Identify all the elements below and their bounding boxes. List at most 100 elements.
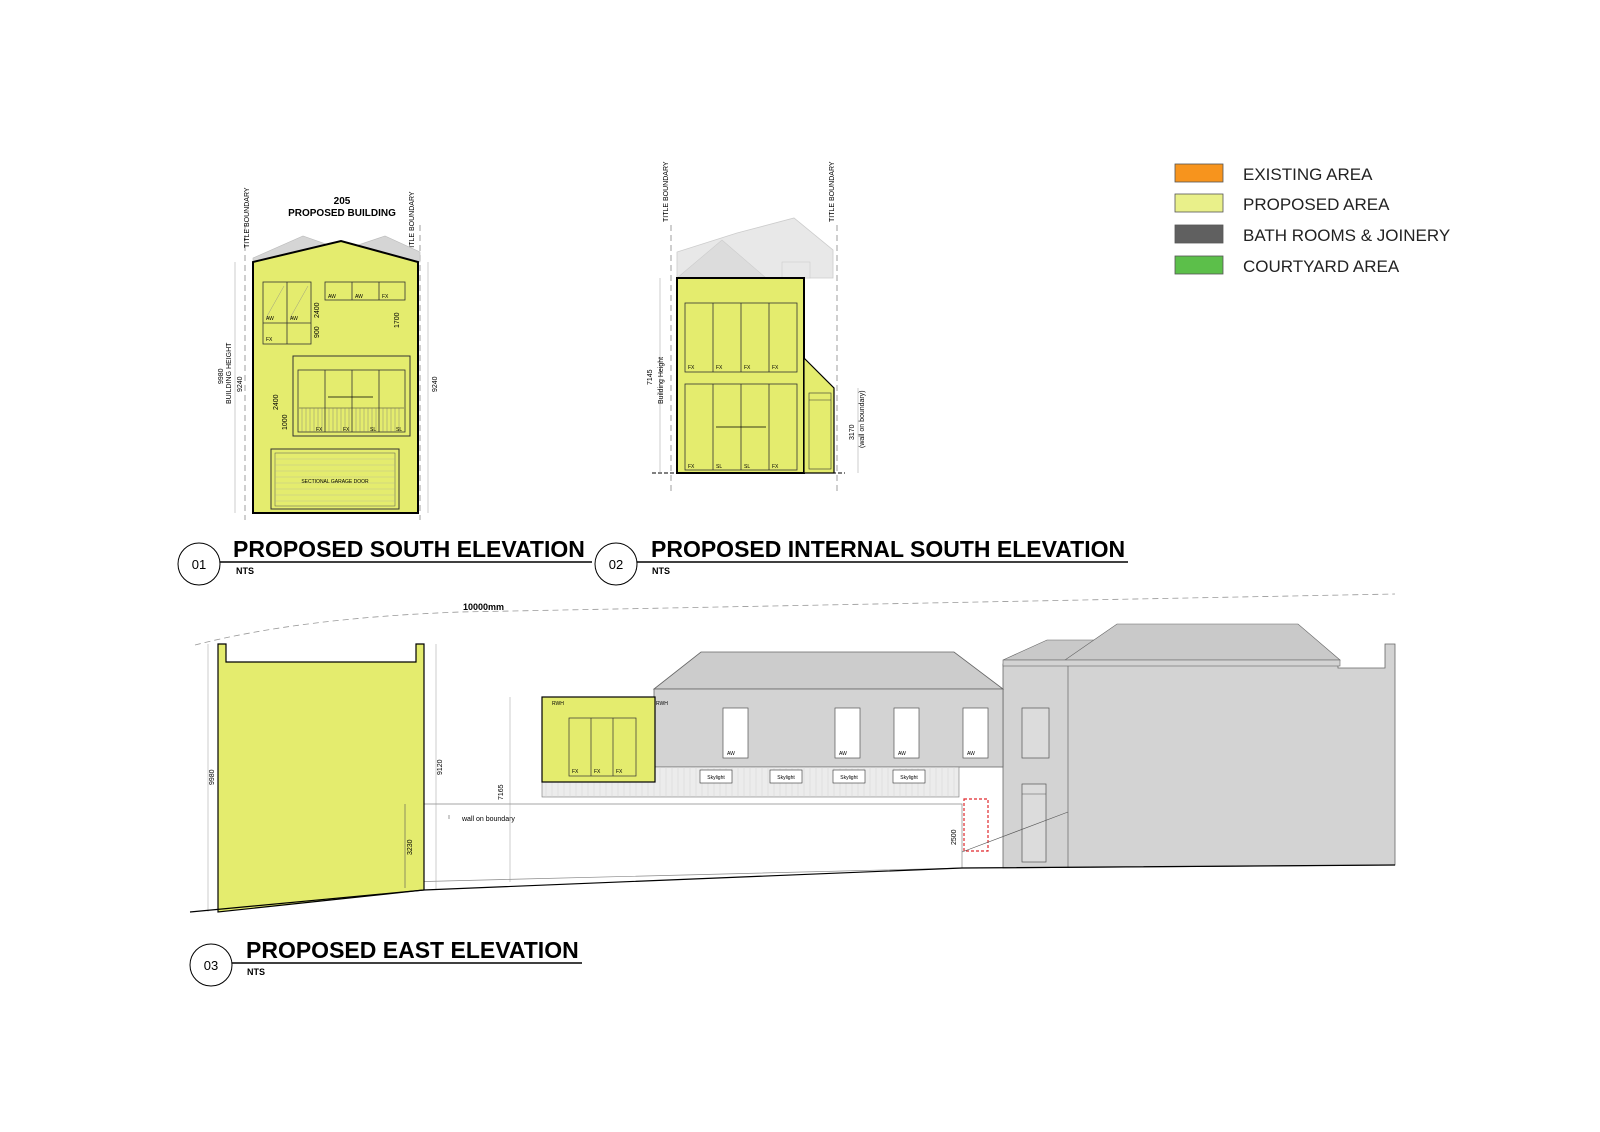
east-dim-7165: 7165 xyxy=(498,784,505,800)
window-code: FX xyxy=(772,464,779,470)
east-proposed-tall-block xyxy=(217,643,425,913)
drawing-title: PROPOSED INTERNAL SOUTH ELEVATION xyxy=(651,536,1125,562)
south-balcony: FX FX SL SL xyxy=(292,355,411,437)
garage-door-label: SECTIONAL GARAGE DOOR xyxy=(301,479,369,485)
legend-swatch-courtyard xyxy=(1174,255,1224,275)
east-overall-dim-line xyxy=(194,593,1396,646)
window-code: AW xyxy=(290,316,298,322)
window-code: FX xyxy=(716,365,723,371)
internal-south-elevation: TITLE BOUNDARY TITLE BOUNDARY FX FX FX F… xyxy=(647,161,866,492)
east-dim-9980: 9980 xyxy=(209,769,216,785)
legend-swatch-bathrooms xyxy=(1174,224,1224,244)
south-building-height-value: 9980 xyxy=(218,368,225,384)
window-code: FX xyxy=(616,769,623,775)
window-code: SL xyxy=(396,427,402,433)
drawing-scale: NTS xyxy=(652,566,670,576)
window-code: AW xyxy=(355,294,363,300)
legend-item-proposed: PROPOSED AREA xyxy=(1174,193,1390,214)
south-heading-text: PROPOSED BUILDING xyxy=(288,208,396,219)
east-dim-3230: 3230 xyxy=(407,839,414,855)
title-block-03: 03 PROPOSED EAST ELEVATION NTS xyxy=(189,937,582,987)
internal-window-upper: FX FX FX FX xyxy=(684,302,798,373)
legend-swatch-existing xyxy=(1174,163,1224,183)
drawing-number-circle xyxy=(177,542,221,586)
balustrade xyxy=(301,408,400,432)
legend-label-proposed: PROPOSED AREA xyxy=(1243,195,1390,214)
skylight-label: Skylight xyxy=(900,775,918,781)
window-code: FX xyxy=(316,427,323,433)
window-code: FX xyxy=(594,769,601,775)
window-code: FX xyxy=(744,365,751,371)
internal-doors-lower: FX SL SL FX xyxy=(684,383,798,471)
rwh-left: RWH xyxy=(552,701,564,707)
east-existing-house-roof xyxy=(652,651,1005,690)
drawing-number: 03 xyxy=(204,958,218,973)
internal-height-value: 7145 xyxy=(647,369,654,385)
window-code: SL xyxy=(370,427,376,433)
south-dim-left: 9240 xyxy=(237,376,244,392)
window-code: FX xyxy=(343,427,350,433)
rwh-right: RWH xyxy=(656,701,668,707)
east-skylights: Skylight Skylight Skylight Skylight xyxy=(699,769,926,784)
window-code: SL xyxy=(716,464,722,470)
internal-wall-dim: 3170 xyxy=(849,424,856,440)
window-code: FX xyxy=(572,769,579,775)
window-code: AW xyxy=(727,751,735,757)
legend-item-courtyard: COURTYARD AREA xyxy=(1174,255,1400,276)
south-dim-2400-a: 2400 xyxy=(314,302,321,318)
drawing-title: PROPOSED EAST ELEVATION xyxy=(246,937,579,963)
window-code: AW xyxy=(266,316,274,322)
skylight-label: Skylight xyxy=(777,775,795,781)
south-building-height-label: BUILDING HEIGHT xyxy=(226,342,233,404)
east-dim-9120: 9120 xyxy=(437,759,444,775)
south-window-upper-left: AW AW FX xyxy=(262,281,312,345)
east-elevation: 10000mm AW AW AW AW Sk xyxy=(189,593,1396,913)
window-code: FX xyxy=(382,294,389,300)
east-existing-windows: AW AW AW AW xyxy=(722,707,989,759)
south-dim-1700: 1700 xyxy=(394,312,401,328)
east-dim-2500: 2500 xyxy=(951,829,958,845)
legend-label-courtyard: COURTYARD AREA xyxy=(1243,257,1400,276)
window-code: FX xyxy=(266,337,273,343)
east-ground-line xyxy=(189,864,1396,913)
drawing-number-circle xyxy=(594,542,638,586)
skylight-label: Skylight xyxy=(840,775,858,781)
window-code: FX xyxy=(688,365,695,371)
drawing-number: 02 xyxy=(609,557,623,572)
south-window-upper-right: AW AW FX xyxy=(324,281,406,301)
window-code: AW xyxy=(967,751,975,757)
south-dim-1000: 1000 xyxy=(282,414,289,430)
legend-item-bathrooms: BATH ROOMS & JOINERY xyxy=(1174,224,1450,245)
title-block-01: 01 PROPOSED SOUTH ELEVATION NTS xyxy=(177,536,592,586)
east-existing-tall-building xyxy=(1002,643,1396,869)
drawing-number-circle xyxy=(189,943,233,987)
east-overall-dim: 10000mm xyxy=(463,602,504,612)
drawing-number: 01 xyxy=(192,557,206,572)
wall-on-boundary-label: wall on boundary xyxy=(461,816,515,823)
south-title-boundary-left: TITLE BOUNDARY xyxy=(244,187,251,248)
window-code: FX xyxy=(688,464,695,470)
internal-height-label: Building Height xyxy=(658,357,665,404)
south-garage-door: SECTIONAL GARAGE DOOR xyxy=(270,448,400,510)
internal-title-boundary-right: TITLE BOUNDARY xyxy=(829,161,836,222)
south-dim-right: 9240 xyxy=(432,376,439,392)
legend-label-existing: EXISTING AREA xyxy=(1243,165,1373,184)
east-proposed-upper-box: FX FX FX RWH RWH xyxy=(541,696,668,783)
internal-wall-label: (wall on boundary) xyxy=(859,390,866,448)
window-code: AW xyxy=(328,294,336,300)
drawing-scale: NTS xyxy=(247,967,265,977)
south-heading-number: 205 xyxy=(334,196,351,207)
east-red-door xyxy=(963,798,989,852)
window-code: AW xyxy=(839,751,847,757)
window-code: AW xyxy=(898,751,906,757)
east-existing-house-wall xyxy=(653,688,1004,768)
window-code: FX xyxy=(772,365,779,371)
internal-chimney xyxy=(781,261,811,279)
legend-swatch-proposed xyxy=(1174,193,1224,213)
window-code: SL xyxy=(744,464,750,470)
skylight-label: Skylight xyxy=(707,775,725,781)
south-dim-900: 900 xyxy=(314,326,321,338)
drawing-scale: NTS xyxy=(236,566,254,576)
east-existing-roof-right xyxy=(1064,623,1341,661)
